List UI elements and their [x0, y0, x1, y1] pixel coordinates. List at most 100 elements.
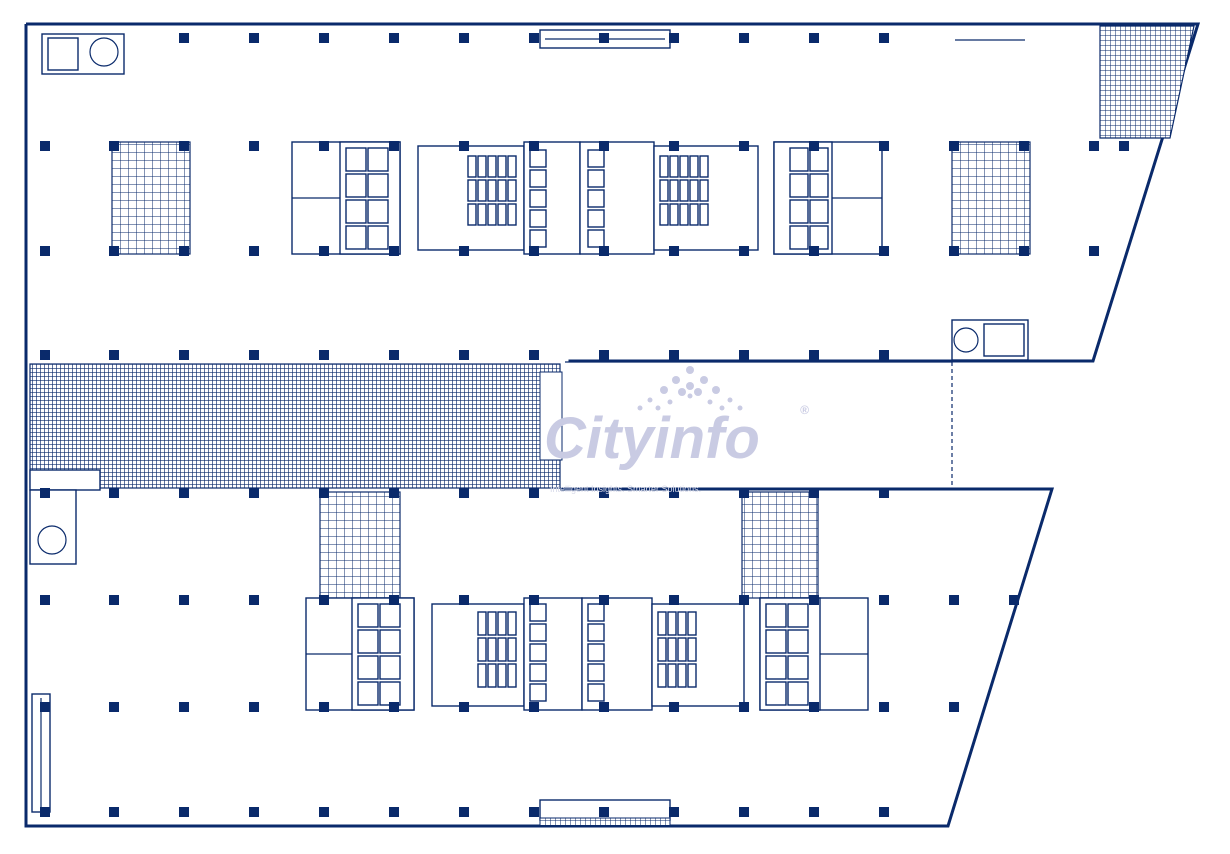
- watermark-dot: [637, 405, 643, 411]
- upper-core: [291, 141, 883, 255]
- stall: [587, 603, 605, 622]
- stall: [497, 179, 507, 202]
- column: [879, 595, 889, 605]
- column: [879, 33, 889, 43]
- stall: [529, 149, 547, 168]
- stall: [587, 683, 605, 702]
- column: [179, 33, 189, 43]
- column: [40, 488, 50, 498]
- stall: [345, 225, 367, 250]
- column: [40, 246, 50, 256]
- stall: [765, 603, 787, 628]
- column: [249, 702, 259, 712]
- column: [459, 488, 469, 498]
- stall: [659, 179, 669, 202]
- column: [529, 141, 539, 151]
- column: [879, 488, 889, 498]
- stall: [487, 155, 497, 178]
- column: [319, 246, 329, 256]
- lightwell-right-lower: [741, 491, 819, 599]
- stall: [357, 681, 379, 706]
- stall: [477, 179, 487, 202]
- stall: [507, 203, 517, 226]
- stall: [809, 225, 829, 250]
- brand-watermark: Cityinfo ® Intelligent Insights. Smarter…: [544, 366, 809, 494]
- fire-escape-left: [31, 693, 51, 813]
- column: [389, 33, 399, 43]
- stall: [689, 203, 699, 226]
- stall: [667, 663, 677, 688]
- column: [109, 595, 119, 605]
- stall: [687, 663, 697, 688]
- column: [459, 702, 469, 712]
- stall: [529, 683, 547, 702]
- watermark-dot: [694, 388, 702, 396]
- column: [669, 33, 679, 43]
- stall: [529, 229, 547, 248]
- stall: [529, 623, 547, 642]
- column: [389, 488, 399, 498]
- column: [529, 702, 539, 712]
- stall: [487, 179, 497, 202]
- column: [669, 350, 679, 360]
- column: [109, 807, 119, 817]
- stall: [487, 663, 497, 688]
- column: [40, 807, 50, 817]
- column: [739, 807, 749, 817]
- column: [1089, 246, 1099, 256]
- column: [949, 246, 959, 256]
- column: [249, 141, 259, 151]
- stall: [669, 179, 679, 202]
- column: [529, 33, 539, 43]
- column: [949, 141, 959, 151]
- stall: [657, 663, 667, 688]
- column: [179, 246, 189, 256]
- stall: [787, 603, 809, 628]
- stall: [765, 681, 787, 706]
- column: [529, 488, 539, 498]
- stall: [467, 155, 477, 178]
- stall: [587, 663, 605, 682]
- watermark-dot: [687, 393, 693, 399]
- stall: [507, 179, 517, 202]
- corner-hatch: [1099, 25, 1195, 139]
- stall: [809, 147, 829, 172]
- lightwell-right-upper: [951, 141, 1031, 255]
- stall: [487, 611, 497, 636]
- column: [809, 141, 819, 151]
- watermark-dot: [678, 388, 686, 396]
- atrium-opening: [539, 371, 563, 461]
- stall: [477, 663, 487, 688]
- column: [249, 33, 259, 43]
- column: [809, 595, 819, 605]
- stall: [357, 655, 379, 680]
- stall: [467, 179, 477, 202]
- column: [669, 246, 679, 256]
- watermark-dot: [727, 397, 733, 403]
- compass-dot-cluster-icon: [637, 366, 743, 411]
- column: [389, 595, 399, 605]
- stall: [497, 155, 507, 178]
- stall: [367, 225, 389, 250]
- stall: [587, 623, 605, 642]
- lightwell-left-upper: [111, 141, 191, 255]
- column: [40, 595, 50, 605]
- column: [319, 488, 329, 498]
- column: [669, 141, 679, 151]
- watermark-dot: [686, 382, 694, 390]
- stall: [657, 637, 667, 662]
- stall: [477, 203, 487, 226]
- column: [669, 807, 679, 817]
- watermark-dot: [712, 386, 720, 394]
- column: [459, 33, 469, 43]
- stall: [529, 189, 547, 208]
- column: [599, 33, 609, 43]
- stall: [677, 637, 687, 662]
- column: [179, 807, 189, 817]
- stall: [669, 203, 679, 226]
- stall: [687, 637, 697, 662]
- watermark-brand: Cityinfo: [544, 406, 760, 471]
- stall: [587, 229, 605, 248]
